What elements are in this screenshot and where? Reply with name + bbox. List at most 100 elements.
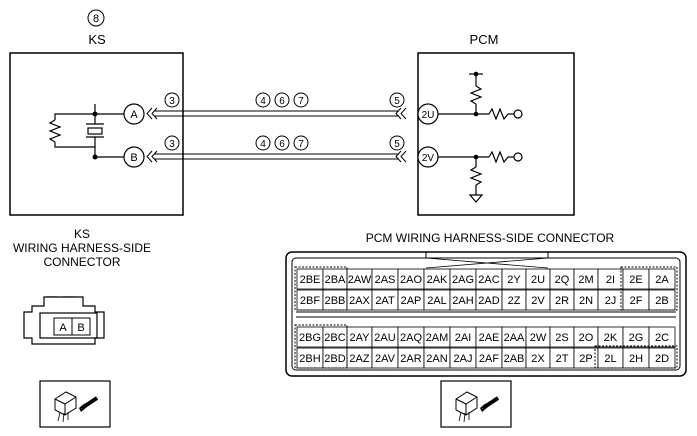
pcm-connector-pin-label: 2W [530,332,547,344]
pcm-connector-pin-label: 2A [655,274,669,286]
pcm-connector-pin-label: 2AY [350,332,371,344]
junction-dot [473,111,479,117]
pcm-connector-pin-group-outline [294,266,348,311]
pcm-connector-pin-label: 2AK [427,274,448,286]
pcm-connector-pin-label: 2AD [478,295,499,307]
pcm-connector-pin-label: 2AN [426,353,447,365]
pcm-connector-pin-label: 2H [629,353,643,365]
pcm-connector-pin-label: 2AF [479,353,499,365]
wire-mark-6: 6 [279,96,285,107]
pcm-connector-pin-label: 2AP [401,295,422,307]
pcm-connector-pin-label: 2U [531,274,545,286]
pcm-connector-pin-label: 2E [629,274,642,286]
pcm-connector-pin-label: 2AV [375,353,396,365]
pcm-connector-pin-label: 2BC [324,332,345,344]
ks-caption-line3: CONNECTOR [43,255,121,269]
wire-mark-3: 3 [169,96,175,107]
pcm-terminal-2u-label: 2U [422,110,435,121]
wire-mark-5: 5 [394,96,400,107]
ks-box [9,52,184,216]
pcm-connector-pin-group-outline [594,345,678,369]
pcm-terminal-2v-label: 2V [422,153,435,164]
pcm-connector-pin-label: 2Z [508,295,521,307]
pcm-connector-pin-label: 2AZ [349,353,369,365]
pcm-connector-pin-label: 2AL [427,295,447,307]
pcm-connector-pin-label: 2AO [400,274,422,286]
ks-caption-line1: KS [73,227,90,241]
ks-index-circle [87,9,105,27]
pcm-connector-pin-label: 2R [555,295,569,307]
pcm-connector-pin-label: 2BB [325,295,346,307]
wire-mark-4: 4 [260,139,266,150]
pcm-connector-pin-label: 2S [555,332,568,344]
pcm-connector-pin-label: 2AM [426,332,449,344]
pcm-connector-pin-label: 2AG [452,274,474,286]
connector-view-icon [440,380,512,428]
pcm-internal-circuit [438,73,514,203]
pcm-connector-pin-group-outline [620,266,678,311]
ks-terminal-a [123,103,145,125]
pcm-connector-pin-label: 2X [531,353,545,365]
pcm-connector-pin-label: 2BH [299,353,320,365]
junction-dot [473,71,479,77]
pcm-connector-pin-label: 2AA [504,332,525,344]
connector-view-icon [39,380,111,428]
wire-mark-5: 5 [394,139,400,150]
ks-terminal-b [123,146,145,168]
junction-dot [473,154,479,160]
pcm-connector-pin-label: 2Q [555,274,570,286]
pcm-open-terminal [513,109,523,119]
pcm-connector-frame [285,251,687,377]
pcm-connector-pin-label: 2G [629,332,644,344]
pcm-connector-pin-label: 2AB [504,353,525,365]
pcm-connector-pin [648,268,676,290]
pcm-connector-pin-label: 2B [655,295,668,307]
pcm-connector-pin-label: 2D [655,353,669,365]
pcm-connector-pin-label: 2F [630,295,643,307]
pcm-connector-pin-label: 2AI [455,332,472,344]
pcm-connector-pin-label: 2BG [299,332,321,344]
ks-connector-pin-b [71,317,91,336]
pcm-connector-pin-label: 2L [604,353,616,365]
pcm-connector-pin-label: 2Y [507,274,521,286]
junction-dot [92,154,98,160]
wire-mark-7: 7 [298,139,304,150]
pcm-connector-pin-group-outline [294,324,348,369]
wire-a [146,107,407,120]
pcm-connector-pin-label: 2O [579,332,594,344]
pcm-connector-pin-label: 2V [531,295,545,307]
pcm-connector-caption: PCM WIRING HARNESS-SIDE CONNECTOR [365,231,615,245]
pcm-connector-pin-label: 2BA [325,274,346,286]
pcm-connector-pin-label: 2AC [478,274,499,286]
pcm-connector-pin-label: 2BD [324,353,345,365]
pcm-connector-pin-label: 2AS [375,274,396,286]
pcm-connector-pin-label: 2AJ [454,353,473,365]
pcm-connector-pin-label: 2N [579,295,593,307]
pcm-connector-pin-label: 2BF [300,295,320,307]
wire-mark-6: 6 [279,139,285,150]
ks-connector-pin-a-label: A [59,322,67,334]
ks-terminal-b-label: B [130,152,137,164]
pcm-open-terminal [513,152,523,162]
wire-b [146,150,407,163]
ks-index-number: 8 [93,13,99,25]
pcm-connector-pin-label: 2J [605,295,617,307]
pcm-connector-pin-label: 2AT [375,295,395,307]
pcm-connector-pin-label: 2AX [349,295,370,307]
pcm-connector-pin-label: 2C [655,332,669,344]
ks-internal-circuit [48,104,134,158]
pcm-connector-pin-label: 2T [556,353,569,365]
wire-mark-7: 7 [298,96,304,107]
pcm-connector-pin-label: 2K [604,332,618,344]
pcm-connector-pin-label: 2P [579,353,592,365]
pcm-connector-pin-label: 2AQ [400,332,422,344]
ks-terminal-a-label: A [130,109,138,121]
wire-mark-3: 3 [169,139,175,150]
pcm-connector-pin [648,326,676,348]
ks-caption-line2: WIRING HARNESS-SIDE [12,241,151,255]
ks-title: KS [88,32,106,47]
pcm-connector-pin-label: 2M [578,274,593,286]
pcm-connector-pin-label: 2I [606,274,615,286]
pcm-connector-pin-label: 2AW [348,274,372,286]
